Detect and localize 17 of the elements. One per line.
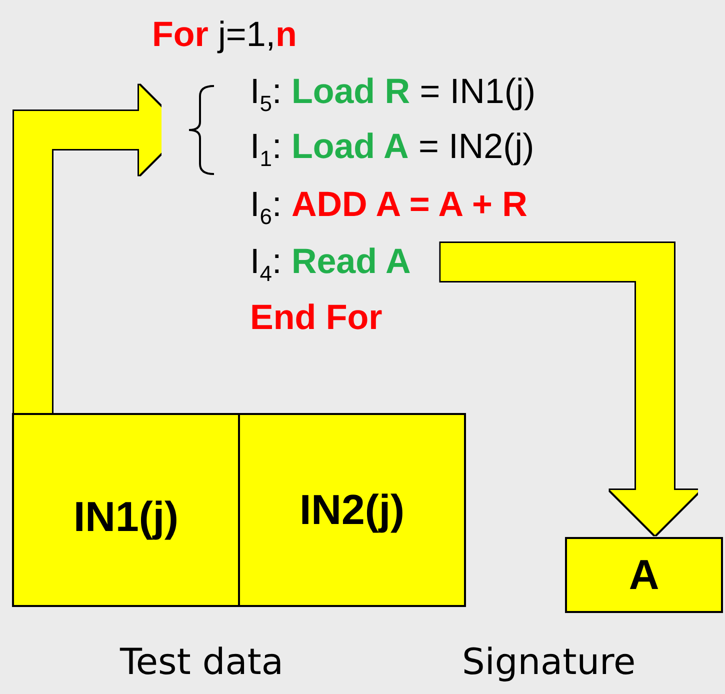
code-line: I$_{6}$: ADD A = A + R [250,185,528,231]
box-label: A [628,551,660,599]
box-label: IN2(j) [300,486,404,534]
caption: Signature [462,642,636,683]
code-line: I$_{1}$: Load A = IN2(j) [250,127,534,173]
loop-header: For j=1,n [152,15,297,55]
box-label: IN1(j) [74,492,178,541]
brace-bracket [186,84,216,176]
code-line: I$_{4}$: Read A [250,242,441,282]
data-box [12,413,240,607]
code-line: I$_{5}$: Load R = IN1(j) [250,72,536,118]
signature-box [565,537,723,613]
block-arrow [440,243,700,535]
code-line: End For [250,298,382,338]
data-box [238,413,466,607]
block-arrow [14,85,184,413]
caption: Test data [120,642,284,683]
